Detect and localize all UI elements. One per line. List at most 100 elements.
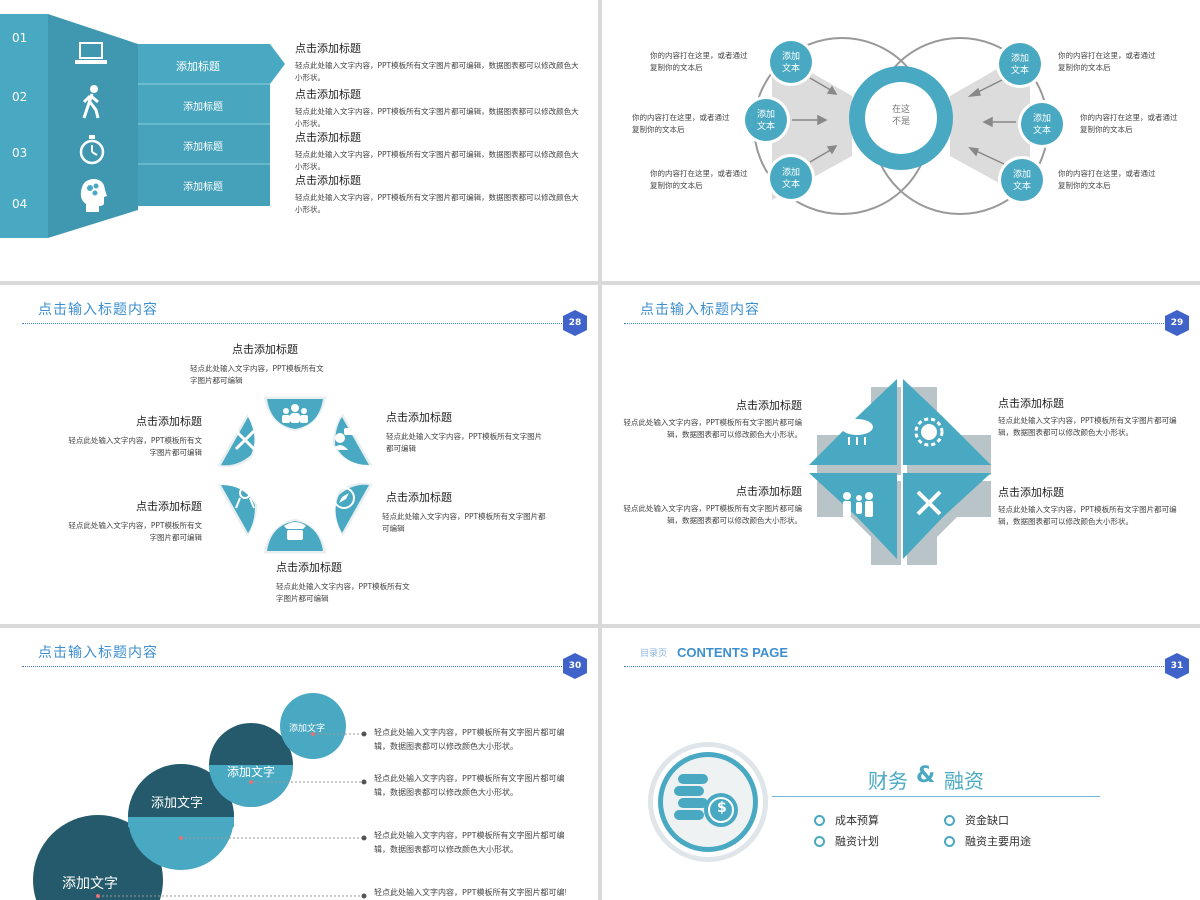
quad-arrow-graphic: [809, 379, 991, 565]
item-title: 点击添加标题: [998, 486, 1064, 499]
item-title: 点击添加标题: [136, 415, 202, 428]
page-number-badge: 29: [1164, 309, 1192, 337]
heading-amp: &: [916, 763, 936, 788]
family-icon: [843, 492, 873, 517]
contents-label: 目录页: [640, 649, 668, 659]
cycle-item-lower-left: 点击添加标题 轻点此处输入文字内容，PPT模板所有文字图片都可编辑: [62, 498, 202, 544]
item-body: 轻点此处输入文字内容，PPT模板所有文字图片都可编辑，数据图表都可以修改颜色大小…: [623, 504, 802, 525]
money-gear-icon: [914, 417, 944, 447]
bullet-item-1[interactable]: 成本预算: [814, 812, 879, 828]
left-text-2: 你的内容打在这里，或者通过复制你的文本后: [632, 113, 730, 134]
node-left-2: 添加 文本: [756, 110, 775, 132]
slide-flower-cycle[interactable]: 点击输入标题内容 28: [0, 285, 598, 624]
left-text-1: 你的内容打在这里，或者通过复制你的文本后: [650, 51, 748, 72]
item-body: 轻点此处输入文字内容，PPT模板所有文字图片都可编辑，数据图表都可以修改颜色大小…: [295, 61, 579, 82]
tab-label-2[interactable]: 添加标题: [183, 102, 223, 113]
tab-panel-graphic: [0, 14, 285, 238]
slide-quad-arrows[interactable]: 点击输入标题内容 29 点击添加标题 轻点此处输入文字内: [602, 285, 1200, 624]
bullet-circle-icon: [944, 835, 955, 847]
cycle-item-lower-right: 点击添加标题 轻点此处输入文字内容，PPT模板所有文字图片都可编辑: [382, 489, 552, 535]
venn-diagram: [742, 37, 1066, 215]
item-body: 轻点此处输入文字内容，PPT模板所有文字图片都可编辑: [382, 512, 546, 533]
compass-icon: [333, 487, 355, 509]
contents-title[interactable]: CONTENTS PAGE: [677, 645, 788, 660]
item-block-1: 点击添加标题 轻点此处输入文字内容，PPT模板所有文字图片都可编辑，数据图表都可…: [295, 40, 585, 84]
item-title: 点击添加标题: [136, 500, 202, 513]
node-right-1: 添加 文本: [1010, 54, 1029, 76]
chat-user-icon: [332, 428, 355, 450]
item-title: 点击添加标题: [295, 131, 361, 144]
network-person-icon: [235, 487, 255, 509]
item-body: 轻点此处输入文字内容，PPT模板所有文字图片都可编辑: [190, 364, 324, 385]
item-body: 轻点此处输入文字内容，PPT模板所有文字图片都可编辑: [68, 436, 202, 457]
page-number-badge: 30: [562, 652, 590, 680]
circle-text-2: 轻点此处输入文字内容，PPT模板所有文字图片都可编辑，数据图表都可以修改颜色大小…: [374, 774, 565, 797]
item-title: 点击添加标题: [295, 88, 361, 101]
quad-item-4: 点击添加标题 轻点此处输入文字内容，PPT模板所有文字图片都可编辑，数据图表都可…: [998, 484, 1183, 528]
circle-label-small: 添加文字: [289, 724, 326, 734]
cycle-item-bottom: 点击添加标题 轻点此处输入文字内容，PPT模板所有文字图片都可编辑: [276, 559, 416, 605]
bullet-label: 融资计划: [835, 835, 879, 848]
node-left-1: 添加 文本: [781, 52, 800, 74]
bullet-label: 资金缺口: [965, 814, 1009, 827]
tab-label-3[interactable]: 添加标题: [183, 142, 223, 153]
slide-title[interactable]: 点击输入标题内容: [38, 302, 158, 318]
slide-title[interactable]: 点击输入标题内容: [38, 645, 158, 661]
bullet-item-4[interactable]: 融资主要用途: [944, 833, 1031, 849]
item-title: 点击添加标题: [295, 42, 361, 55]
item-body: 轻点此处输入文字内容，PPT模板所有文字图片都可编辑，数据图表都可以修改颜色大小…: [295, 107, 579, 128]
cloud-rain-icon: [841, 419, 873, 445]
page-number: 30: [568, 661, 582, 671]
item-body: 轻点此处输入文字内容，PPT模板所有文字图片都可编辑，数据图表都可以修改颜色大小…: [998, 416, 1177, 437]
cycle-item-upper-left: 点击添加标题 轻点此处输入文字内容，PPT模板所有文字图片都可编辑: [62, 413, 202, 459]
item-body: 轻点此处输入文字内容，PPT模板所有文字图片都可编辑，数据图表都可以修改颜色大小…: [295, 150, 579, 171]
left-text-3: 你的内容打在这里，或者通过复制你的文本后: [650, 169, 748, 190]
tab-label-4[interactable]: 添加标题: [183, 182, 223, 193]
heading-left: 财务: [868, 769, 908, 793]
tools-icon: [234, 429, 256, 451]
bullet-item-3[interactable]: 融资计划: [814, 833, 879, 849]
number-02: 02: [12, 90, 28, 104]
bullet-circle-icon: [814, 814, 825, 826]
number-03: 03: [12, 146, 28, 160]
item-title: 点击添加标题: [998, 397, 1064, 410]
head-brain-icon: [80, 179, 107, 212]
bullet-circle-icon: [944, 814, 955, 826]
walking-person-icon: [82, 85, 100, 119]
circle-text-4: 轻点此处输入文字内容，PPT模板所有文字图片都可编辑: [374, 888, 566, 897]
right-text-3: 你的内容打在这里，或者通过复制你的文本后: [1058, 169, 1156, 190]
page-number-badge: 28: [562, 309, 590, 337]
item-body: 轻点此处输入文字内容，PPT模板所有文字图片都可编辑: [68, 521, 202, 542]
item-title: 点击添加标题: [232, 343, 298, 356]
circle-label-medium: 添加文字: [227, 765, 276, 779]
page-number: 31: [1170, 661, 1184, 671]
number-04: 04: [12, 197, 28, 211]
item-block-3: 点击添加标题 轻点此处输入文字内容，PPT模板所有文字图片都可编辑，数据图表都可…: [295, 129, 585, 173]
node-right-3: 添加 文本: [1012, 170, 1031, 192]
coins-emblem: [648, 742, 768, 862]
bullet-label: 融资主要用途: [965, 835, 1031, 848]
slide-venn-flow[interactable]: 在这 不是 添加 文本 添加 文本 添加 文本 添加 文本 添加 文本 添加 文…: [602, 0, 1200, 281]
item-body: 轻点此处输入文字内容，PPT模板所有文字图片都可编辑，数据图表都可以修改颜色大小…: [295, 193, 579, 214]
item-title: 点击添加标题: [295, 174, 361, 187]
slide-list-tabs[interactable]: 01 02 03 04 添加标题 添加标题 添加标题 添加标题 点击添加标题 轻…: [0, 0, 598, 281]
slide-title[interactable]: 点击输入标题内容: [640, 302, 760, 318]
circles-graphic: [33, 693, 367, 900]
right-text-2: 你的内容打在这里，或者通过复制你的文本后: [1080, 113, 1178, 134]
page-number: 29: [1170, 318, 1184, 328]
circle-label-large: 添加文字: [151, 796, 204, 811]
item-title: 点击添加标题: [386, 491, 452, 504]
slide-contents[interactable]: 目录页 CONTENTS PAGE 31 $ 财务 & 融资 成本预算 资金缺口…: [602, 628, 1200, 900]
heading-underline: [772, 796, 1100, 797]
node-right-2: 添加 文本: [1032, 114, 1051, 136]
bullet-circle-icon: [814, 835, 825, 847]
quad-item-2: 点击添加标题 轻点此处输入文字内容，PPT模板所有文字图片都可编辑，数据图表都可…: [998, 395, 1183, 439]
node-left-3: 添加 文本: [781, 168, 800, 190]
tab-label-1[interactable]: 添加标题: [176, 60, 220, 73]
bullet-item-2[interactable]: 资金缺口: [944, 812, 1009, 828]
number-01: 01: [12, 31, 28, 45]
circle-label-xlarge: 添加文字: [62, 876, 118, 892]
heading-right: 融资: [944, 769, 984, 793]
quad-item-3: 点击添加标题 轻点此处输入文字内容，PPT模板所有文字图片都可编辑，数据图表都可…: [622, 483, 802, 527]
slide-stacked-circles[interactable]: 点击输入标题内容 30 添加文字 添加文字 添加文字 添加文字 轻点此处输入文字…: [0, 628, 598, 900]
